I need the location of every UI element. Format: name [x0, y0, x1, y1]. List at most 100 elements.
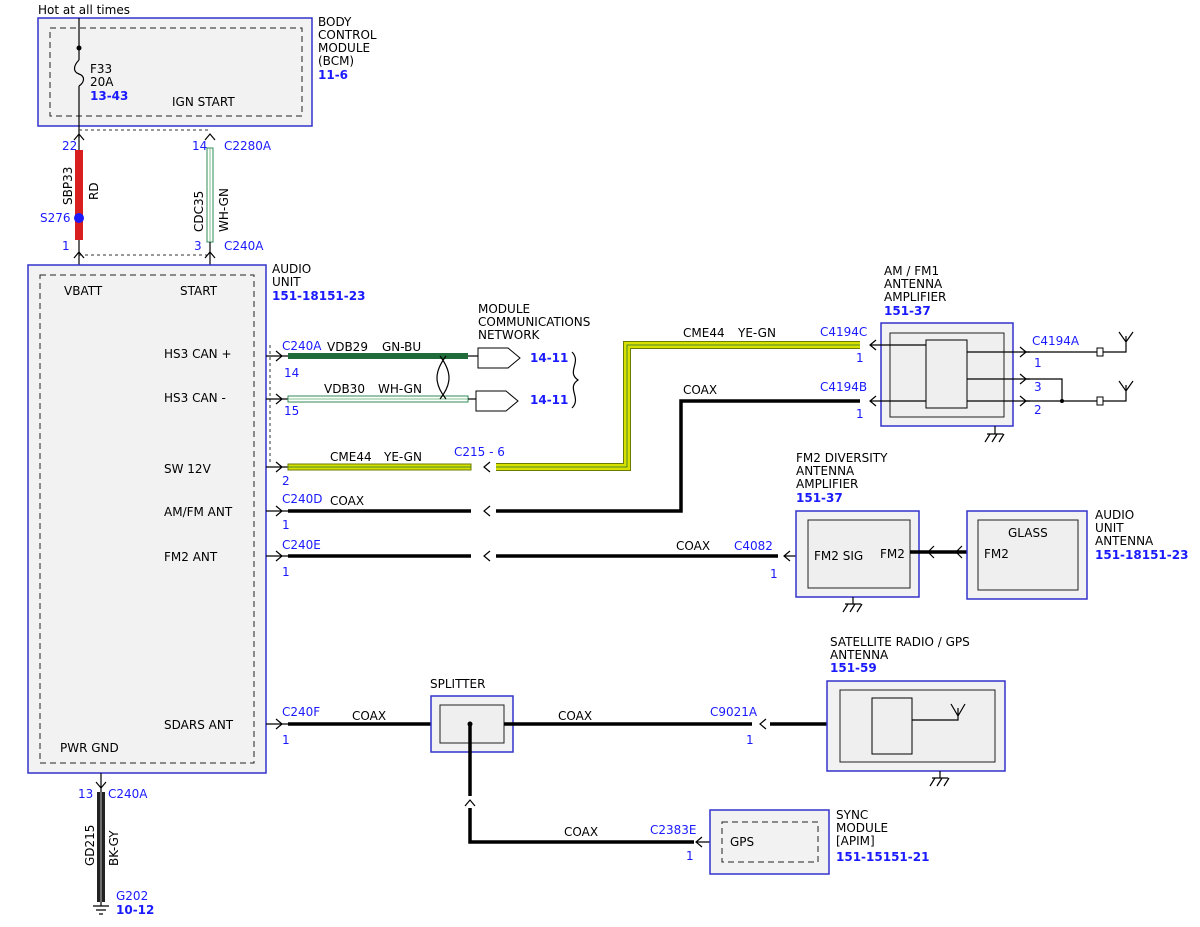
antenna-1-terminal	[1096, 347, 1104, 357]
chevron-fm2-left	[927, 545, 935, 559]
coax-gps-label: COAX	[564, 825, 598, 839]
bcm-dashed-box	[49, 27, 303, 117]
wire-cdc35-label: CDC35	[192, 191, 206, 232]
fm2-sig-label: FM2 SIG	[814, 549, 863, 563]
fuse-icon	[73, 59, 85, 87]
amfm-amp-title-1: AM / FM1	[884, 264, 939, 278]
bcm-ref-link[interactable]: 11-6	[318, 68, 348, 82]
audio-unit-dashed-box	[39, 274, 255, 764]
antenna-2-icon	[1103, 380, 1134, 402]
sat-ant-ground-icon	[929, 771, 950, 787]
pin-22: 22	[62, 139, 77, 153]
module-comm-brace	[571, 351, 580, 409]
sync-title-1: SYNC	[836, 808, 868, 822]
glass-ant-title-2: UNIT	[1095, 521, 1124, 535]
conn-c215-6: C215 - 6	[454, 445, 505, 459]
pin-2-c4194a: 2	[1034, 403, 1042, 417]
hs3-can-plus-label: HS3 CAN +	[164, 347, 232, 361]
connector-chevron-14	[204, 133, 216, 141]
pin-1-c240d: 1	[282, 518, 290, 532]
fm2-amp-ground-icon	[842, 597, 863, 613]
conn-c240d: C240D	[282, 492, 323, 506]
ground-ref-link[interactable]: 10-12	[116, 903, 154, 917]
conn-c240e: C240E	[282, 538, 321, 552]
bcm-title-1: BODY	[318, 15, 352, 29]
pin-3-c4194a: 3	[1034, 380, 1042, 394]
audio-unit-ref-link[interactable]: 151-18151-23	[272, 289, 365, 303]
wire-whgn-label: WH-GN	[217, 188, 231, 232]
module-comm-ref-1-link[interactable]: 14-11	[530, 351, 568, 365]
wire-yegn-b-label: YE-GN	[737, 326, 776, 340]
sync-title-2: MODULE	[836, 821, 888, 835]
chevron-can-minus	[275, 393, 283, 405]
module-comm-ref-2-link[interactable]: 14-11	[530, 393, 568, 407]
module-comm-title-1: MODULE	[478, 302, 530, 316]
bcm-title-2: CONTROL	[318, 28, 377, 42]
wire-cme44-a-label: CME44	[330, 450, 372, 464]
fm2-amp-out-label: FM2	[880, 547, 905, 561]
conn-c4194a: C4194A	[1032, 334, 1080, 348]
conn-c4194c: C4194C	[820, 325, 867, 339]
module-comm-arrow-1	[477, 347, 521, 369]
chevron-fm2	[275, 550, 283, 562]
chevron-amfm	[275, 505, 283, 517]
wire-gd215-label: GD215	[83, 825, 97, 866]
module-comm-title-2: COMMUNICATIONS	[478, 315, 590, 329]
antenna-2-terminal	[1096, 396, 1104, 406]
bcm-title-3: MODULE	[318, 41, 370, 55]
coax-splitter-gps	[468, 808, 694, 844]
wire-sbp33-red	[75, 150, 83, 240]
splice-s276-label: S276	[40, 211, 71, 225]
audio-unit-box	[27, 264, 267, 774]
ground-g202-label: G202	[116, 889, 148, 903]
sat-ant-title-1: SATELLITE RADIO / GPS	[830, 635, 970, 649]
coax-amfm-label: COAX	[330, 494, 364, 508]
sync-module-dashed	[721, 821, 819, 863]
fm2-amp-ref-link[interactable]: 151-37	[796, 491, 843, 505]
glass-antenna-inner	[977, 519, 1079, 591]
wire-whgn2-label: WH-GN	[378, 382, 422, 396]
coax-amfm-b-label: COAX	[683, 383, 717, 397]
module-comm-arrow-2	[475, 390, 519, 412]
wire-gnbu-label: GN-BU	[382, 340, 421, 354]
wire-cme44-b-label: CME44	[683, 326, 725, 340]
chevron-sw12v	[275, 461, 283, 473]
pin-2-sw12v: 2	[282, 474, 290, 488]
pin-14-top: 14	[192, 139, 207, 153]
sat-ant-title-2: ANTENNA	[830, 648, 889, 662]
chevron-c9021a	[759, 718, 767, 730]
wire-bkgy-label: BK-GY	[107, 830, 121, 866]
twisted-pair-right	[436, 355, 447, 400]
coax-sdars-label: COAX	[352, 709, 386, 723]
conn-c240a-can: C240A	[282, 339, 322, 353]
pin-13-gnd: 13	[78, 787, 93, 801]
vbatt-label: VBATT	[64, 284, 103, 298]
fm2-amp-title-2: ANTENNA	[796, 464, 855, 478]
glass-fm2-label: FM2	[984, 547, 1009, 561]
glass-ant-title-3: ANTENNA	[1095, 534, 1154, 548]
wire-sbp33-label: SBP33	[61, 167, 75, 205]
audio-unit-title-2: UNIT	[272, 275, 301, 289]
module-comm-title-3: NETWORK	[478, 328, 541, 342]
fuse-feed-dot	[76, 45, 82, 51]
amfm-amp-ground-icon	[984, 426, 1005, 443]
fm2-ant-label: FM2 ANT	[164, 550, 218, 564]
sat-ant-chip	[871, 697, 913, 755]
chevron-splitter-down	[464, 799, 476, 807]
glass-ant-ref-link[interactable]: 151-18151-23	[1095, 548, 1188, 562]
conn-c240f: C240F	[282, 705, 320, 719]
connector-chevron-1	[73, 251, 85, 259]
sat-ant-ref-link[interactable]: 151-59	[830, 661, 877, 675]
sync-ref-link[interactable]: 151-15151-21	[836, 850, 929, 864]
fuse-ref-link[interactable]: 13-43	[90, 89, 128, 103]
wire-vdb29-label: VDB29	[327, 340, 368, 354]
wire-cme44-b-stripe	[496, 344, 860, 468]
fuse-name: F33	[90, 62, 112, 76]
pin-1-c9021a: 1	[746, 733, 754, 747]
pin-1-c4082: 1	[770, 567, 778, 581]
chevron-gnd	[95, 781, 107, 789]
amfm-amp-ref-link[interactable]: 151-37	[884, 304, 931, 318]
sw12v-label: SW 12V	[164, 462, 212, 476]
sdars-ant-label: SDARS ANT	[164, 718, 234, 732]
chevron-amfm-inline	[483, 505, 491, 517]
